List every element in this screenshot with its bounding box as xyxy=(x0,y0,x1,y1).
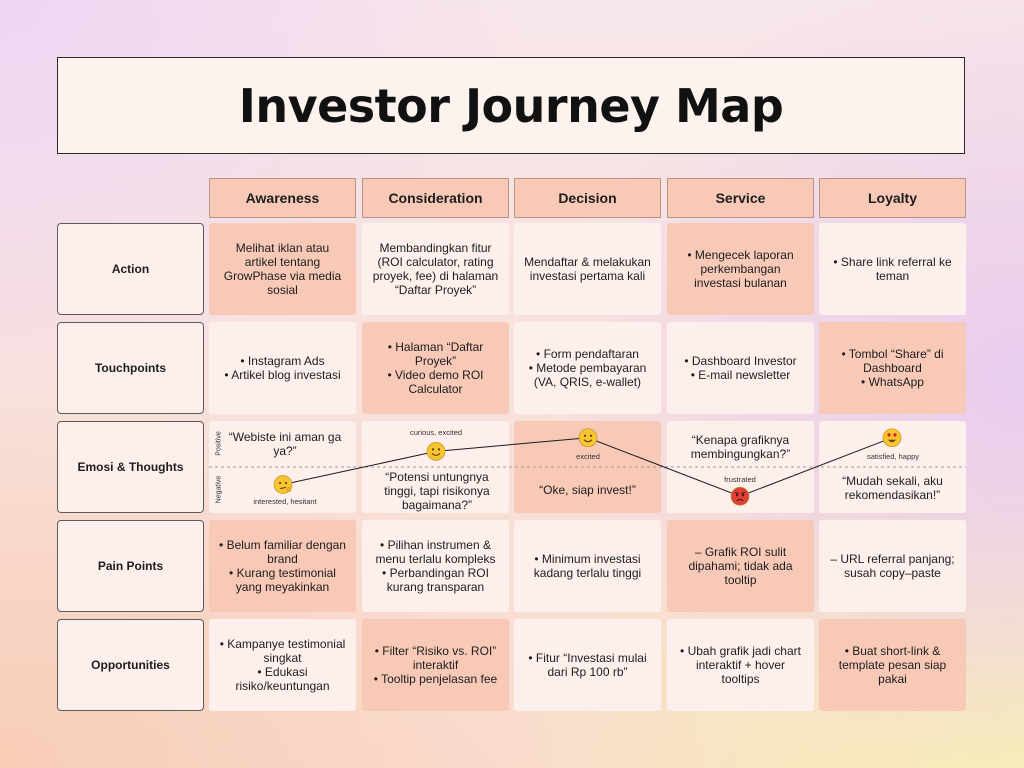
pain-loyalty: – URL referral panjang; susah copy–paste xyxy=(819,520,966,612)
row-header-opportunities: Opportunities xyxy=(57,619,204,711)
thought-consideration: “Potensi untungnya tinggi, tapi risikony… xyxy=(384,470,490,512)
opportunity-consideration: • Filter “Risiko vs. ROI” interaktif• To… xyxy=(362,619,509,711)
list-item: • Belum familiar dengan brand xyxy=(219,538,346,566)
action-loyalty: • Share link referral ke teman xyxy=(819,223,966,315)
page-title: Investor Journey Map xyxy=(238,78,784,133)
row-header-action: Action xyxy=(57,223,204,315)
list-item: • Fitur “Investasi mulai dari Rp 100 rb” xyxy=(528,651,647,679)
row-header-pain-points: Pain Points xyxy=(57,520,204,612)
column-header-loyalty: Loyalty xyxy=(819,178,966,218)
list-item: – URL referral panjang; susah copy–paste xyxy=(830,552,955,580)
list-item: • Buat short-link & template pesan siap … xyxy=(838,644,947,686)
thought-service: “Kenapa grafiknya membingungkan?” xyxy=(690,433,791,461)
touchpoints-loyalty: • Tombol “Share” di Dashboard• WhatsApp xyxy=(819,322,966,414)
axis-label-positive: Positive xyxy=(215,431,223,456)
list-item: • Edukasi risiko/keuntungan xyxy=(235,665,330,693)
emotion-cell-decision xyxy=(514,421,661,513)
list-item: • Tooltip penjelasan fee xyxy=(373,672,498,686)
touchpoints-decision: • Form pendaftaran• Metode pembayaran (V… xyxy=(514,322,661,414)
list-item: • Pilihan instrumen & menu terlalu kompl… xyxy=(375,538,496,566)
column-header-decision: Decision xyxy=(514,178,661,218)
feeling-label-decision: excited xyxy=(576,452,600,461)
feeling-label-awareness: interested, hesitant xyxy=(253,497,317,506)
pain-service: – Grafik ROI sulit dipahami; tidak ada t… xyxy=(667,520,814,612)
list-item: • Halaman “Daftar Proyek” xyxy=(387,340,484,368)
thought-awareness: “Webiste ini aman ga ya?” xyxy=(228,430,342,458)
column-header-service: Service xyxy=(667,178,814,218)
feeling-label-loyalty: satisfied, happy xyxy=(866,452,920,461)
pain-consideration: • Pilihan instrumen & menu terlalu kompl… xyxy=(362,520,509,612)
column-header-awareness: Awareness xyxy=(209,178,356,218)
row-header-touchpoints: Touchpoints xyxy=(57,322,204,414)
touchpoints-service: • Dashboard Investor• E-mail newsletter xyxy=(667,322,814,414)
feeling-label-service: frustrated xyxy=(724,475,756,484)
action-decision: Mendaftar & melakukan investasi pertama … xyxy=(514,223,661,315)
pain-awareness: • Belum familiar dengan brand• Kurang te… xyxy=(209,520,356,612)
opportunity-service: • Ubah grafik jadi chart interaktif + ho… xyxy=(667,619,814,711)
opportunity-loyalty: • Buat short-link & template pesan siap … xyxy=(819,619,966,711)
list-item: • Minimum investasi kadang terlalu tingg… xyxy=(533,552,642,580)
list-item: • E-mail newsletter xyxy=(690,368,791,382)
list-item: • WhatsApp xyxy=(861,375,924,389)
action-awareness: Melihat iklan atau artikel tentang GrowP… xyxy=(209,223,356,315)
list-item: • Kurang testimonial yang meyakinkan xyxy=(229,566,336,594)
opportunity-awareness: • Kampanye testimonial singkat• Edukasi … xyxy=(209,619,356,711)
list-item: • Video demo ROI Calculator xyxy=(387,368,484,396)
list-item: – Grafik ROI sulit dipahami; tidak ada t… xyxy=(688,545,793,587)
list-item: • Metode pembayaran (VA, QRIS, e-wallet) xyxy=(528,361,647,389)
list-item: • Filter “Risiko vs. ROI” interaktif xyxy=(374,644,497,672)
touchpoints-consideration: • Halaman “Daftar Proyek”• Video demo RO… xyxy=(362,322,509,414)
pain-decision: • Minimum investasi kadang terlalu tingg… xyxy=(514,520,661,612)
action-service: • Mengecek laporan perkembangan investas… xyxy=(667,223,814,315)
list-item: • Artikel blog investasi xyxy=(224,368,341,382)
list-item: • Dashboard Investor xyxy=(684,354,797,368)
touchpoints-awareness: • Instagram Ads• Artikel blog investasi xyxy=(209,322,356,414)
list-item: • Kampanye testimonial singkat xyxy=(219,637,346,665)
list-item: • Instagram Ads xyxy=(240,354,325,368)
axis-label-negative: Negative xyxy=(215,475,223,504)
thought-loyalty: “Mudah sekali, aku rekomendasikan!” xyxy=(842,474,943,502)
list-item: • Tombol “Share” di Dashboard xyxy=(841,347,944,375)
opportunity-decision: • Fitur “Investasi mulai dari Rp 100 rb” xyxy=(514,619,661,711)
thought-decision: “Oke, siap invest!” xyxy=(539,483,636,497)
list-item: • Form pendaftaran xyxy=(536,347,639,361)
action-consideration: Membandingkan fitur (ROI calculator, rat… xyxy=(362,223,509,315)
list-item: • Perbandingan ROI kurang transparan xyxy=(382,566,489,594)
feeling-label-consideration: curious, excited xyxy=(409,428,463,437)
title-box: Investor Journey Map xyxy=(57,57,965,154)
column-header-consideration: Consideration xyxy=(362,178,509,218)
row-header-emotions: Emosi & Thoughts xyxy=(57,421,204,513)
list-item: • Ubah grafik jadi chart interaktif + ho… xyxy=(680,644,801,686)
